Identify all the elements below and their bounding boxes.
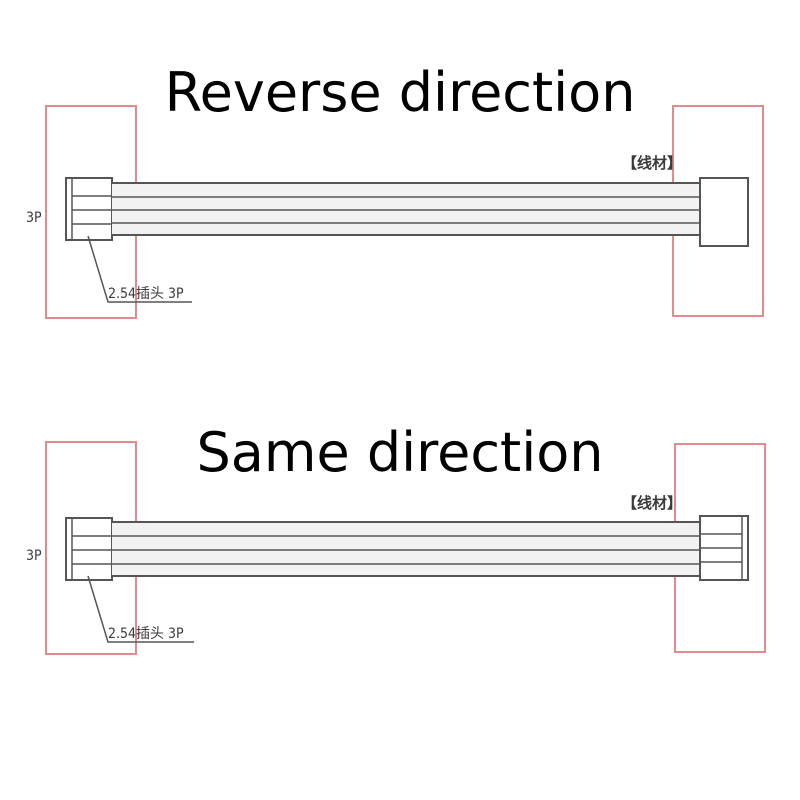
pin-count-label: 3P (26, 210, 42, 226)
right-connector-pins (699, 515, 749, 581)
diagram-title: Reverse direction (164, 61, 636, 124)
cable-wires (112, 521, 700, 577)
connector-spec-label: 2.54插头 3P (108, 626, 184, 642)
wire-material-label: 【线材】 (622, 494, 682, 512)
connector-spec-label: 2.54插头 3P (108, 286, 184, 302)
diagram-reverse-direction: 3P 2.54插头 3P 【线材】 Reverse direction (0, 40, 800, 400)
diagram-title: Same direction (196, 421, 604, 484)
right-connector-blank (699, 177, 749, 247)
pin-count-label: 3P (26, 548, 42, 564)
left-connector (65, 177, 113, 241)
connector-leader-line (87, 575, 194, 643)
wire-material-label: 【线材】 (622, 154, 682, 172)
left-connector (65, 517, 113, 581)
cable-schematic: 3P 2.54插头 3P 【线材】 (26, 105, 764, 319)
diagram-same-direction: 3P 2.54插头 3P 【线材】 Same direction (0, 400, 800, 760)
connector-leader-line (87, 235, 192, 303)
cable-wires (112, 182, 700, 236)
cable-schematic: 3P 2.54插头 3P 【线材】 (26, 441, 766, 655)
